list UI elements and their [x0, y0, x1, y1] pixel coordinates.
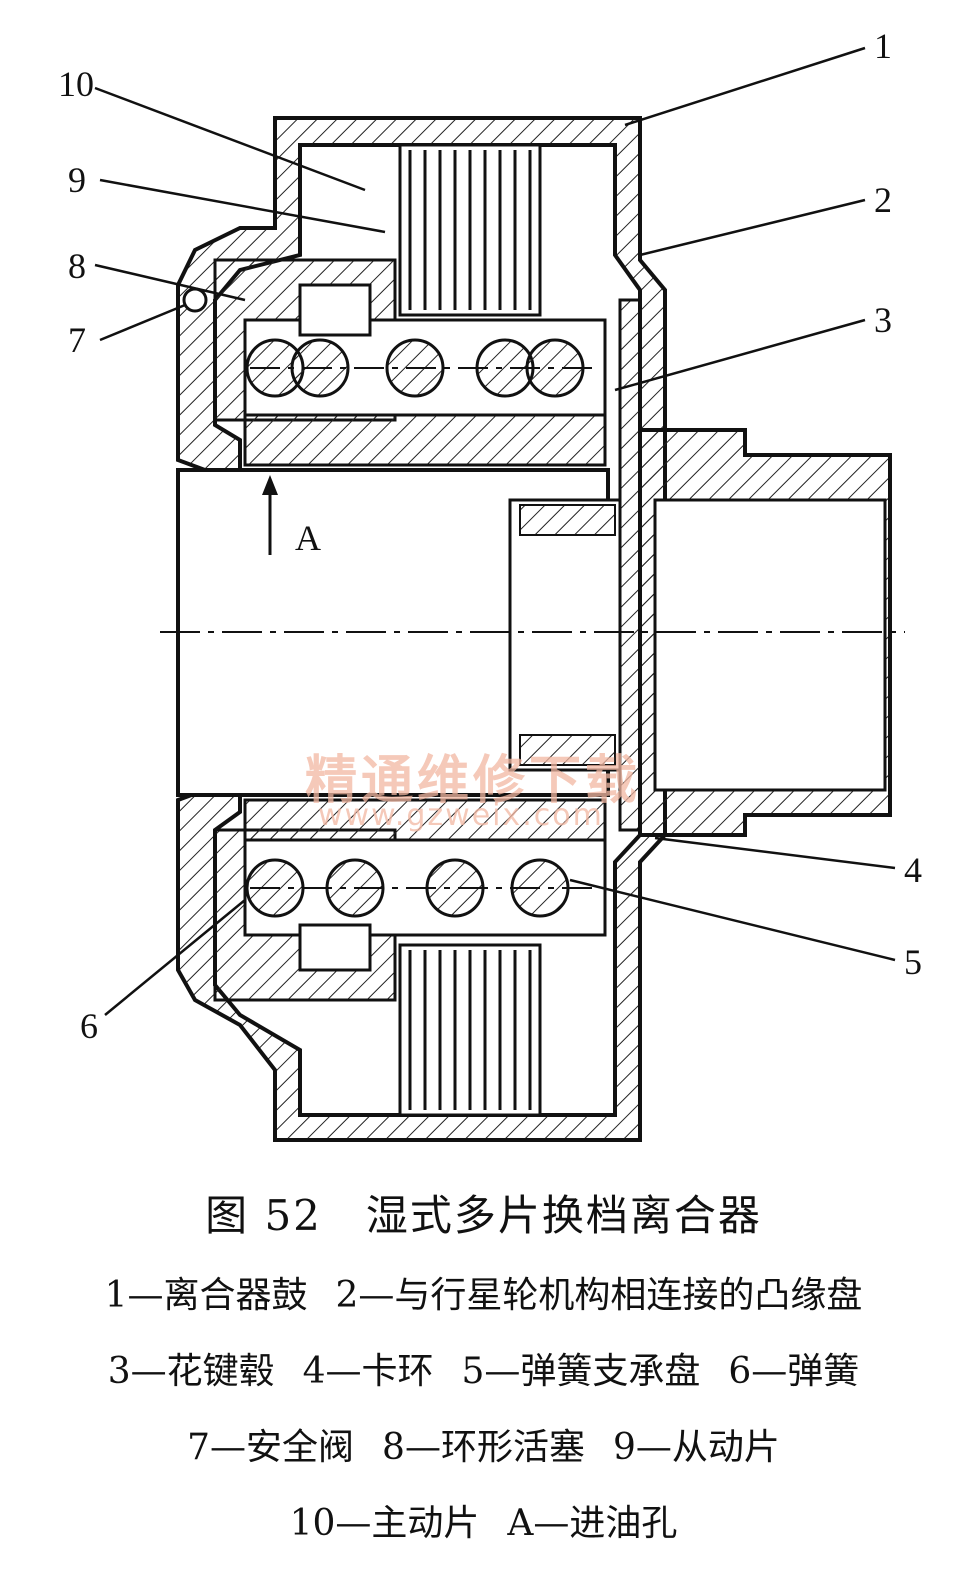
watermark-text: 精通维修下载	[305, 751, 642, 811]
clutch-plates-upper	[398, 143, 542, 317]
legend-item: 9—从动片	[612, 1427, 780, 1468]
legend-line-2: 3—花键毂 4—卡环 5—弹簧支承盘 6—弹簧	[0, 1342, 967, 1394]
label-10: 10	[58, 64, 94, 104]
legend-line-1: 1—离合器鼓 2—与行星轮机构相连接的凸缘盘	[0, 1266, 967, 1318]
springs-upper	[245, 338, 585, 398]
legend-item: 7—安全阀	[187, 1427, 355, 1468]
clutch-plates-lower	[398, 943, 542, 1117]
label-a: A	[295, 518, 321, 558]
spline-hub	[243, 413, 607, 842]
label-1: 1	[874, 26, 892, 66]
watermark-url: www.gzweix.com	[318, 798, 604, 833]
label-5: 5	[904, 942, 922, 982]
safety-valve	[182, 287, 208, 313]
leader-lines	[94, 46, 896, 1016]
oil-inlet-arrow	[262, 475, 278, 555]
label-4: 4	[904, 850, 922, 890]
figure-caption: 图 52 湿式多片换档离合器	[205, 1191, 762, 1240]
flange-disc	[618, 298, 892, 837]
label-3: 3	[874, 300, 892, 340]
legend-item: 5—弹簧支承盘	[461, 1351, 701, 1392]
label-6: 6	[80, 1006, 98, 1046]
legend-item: A—进油孔	[507, 1503, 678, 1544]
legend-item: 3—花键毂	[107, 1351, 275, 1392]
label-7: 7	[68, 320, 86, 360]
legend-line-4: 10—主动片 A—进油孔	[0, 1494, 967, 1546]
legend-item: 8—环形活塞	[382, 1427, 585, 1468]
legend-line-3: 7—安全阀 8—环形活塞 9—从动片	[0, 1418, 967, 1470]
label-9: 9	[68, 160, 86, 200]
legend-item: 6—弹簧	[728, 1351, 860, 1392]
clutch-cross-section	[94, 46, 905, 1142]
label-2: 2	[874, 180, 892, 220]
label-8: 8	[68, 246, 86, 286]
legend-item: 10—主动片	[289, 1503, 480, 1544]
legend-item: 4—卡环	[302, 1351, 434, 1392]
legend-item: 1—离合器鼓	[104, 1275, 308, 1316]
legend-item: 2—与行星轮机构相连接的凸缘盘	[335, 1275, 863, 1316]
